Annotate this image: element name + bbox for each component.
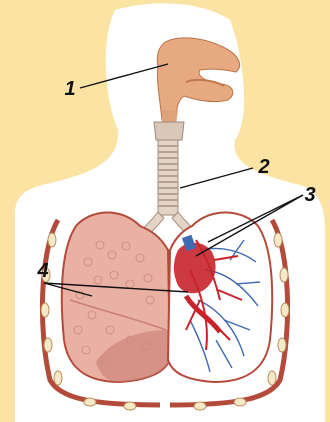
label-3: 3	[297, 182, 323, 208]
label-1: 1	[57, 76, 83, 102]
label-4: 4	[30, 258, 56, 284]
label-2: 2	[251, 154, 277, 180]
